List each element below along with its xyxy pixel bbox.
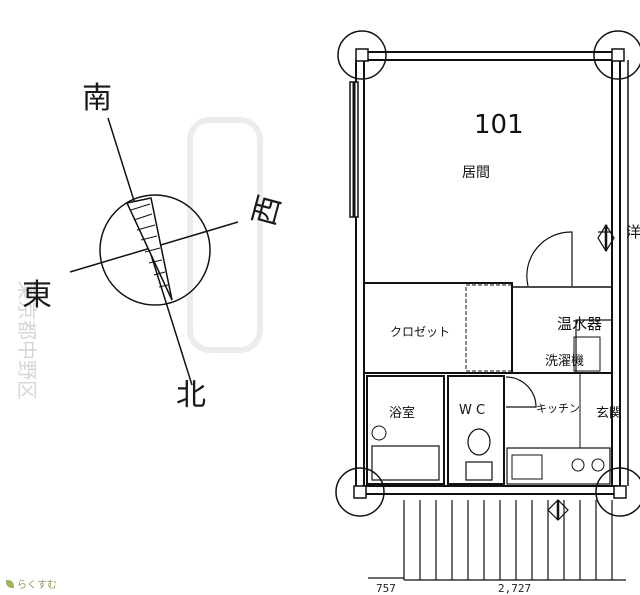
compass: 南 北 東 西 <box>22 81 288 413</box>
compass-east-label: 東 <box>22 278 52 313</box>
compass-needle <box>125 197 173 301</box>
bath-drain <box>371 425 387 441</box>
dimension-left: 757 <box>376 582 396 595</box>
balcony <box>368 500 626 581</box>
room-closet: クロゼット <box>390 325 450 339</box>
room-toilet: W C <box>459 403 485 418</box>
room-side-partial: 洋 <box>626 223 640 241</box>
brand-logo: らくすむ <box>6 576 57 591</box>
room-washer: 洗濯機 <box>545 354 584 369</box>
building-walls <box>349 51 629 495</box>
leaf-icon <box>6 579 14 588</box>
structural-columns <box>335 30 640 517</box>
room-kitchen: キッチン <box>536 402 580 415</box>
toilet-fixture <box>465 428 493 481</box>
watermark-text: 東京都中野区 <box>15 280 39 400</box>
brand-name: らくすむ <box>17 580 57 591</box>
watermark: 東京都中野区 <box>15 117 263 400</box>
room-living: 居間 <box>462 165 490 181</box>
room-water-heater: 温水器 <box>557 315 602 333</box>
unit-number: 101 <box>474 110 524 140</box>
room-bath: 浴室 <box>389 405 415 421</box>
compass-west-label: 西 <box>247 192 289 230</box>
compass-north-label: 北 <box>176 378 206 413</box>
dimension-right: 2,727 <box>498 582 531 595</box>
compass-circle <box>99 194 211 306</box>
entrance-marker <box>547 499 569 521</box>
compass-south-label: 南 <box>82 81 112 116</box>
right-window-marker <box>597 223 615 253</box>
room-entrance: 玄関 <box>596 406 622 421</box>
